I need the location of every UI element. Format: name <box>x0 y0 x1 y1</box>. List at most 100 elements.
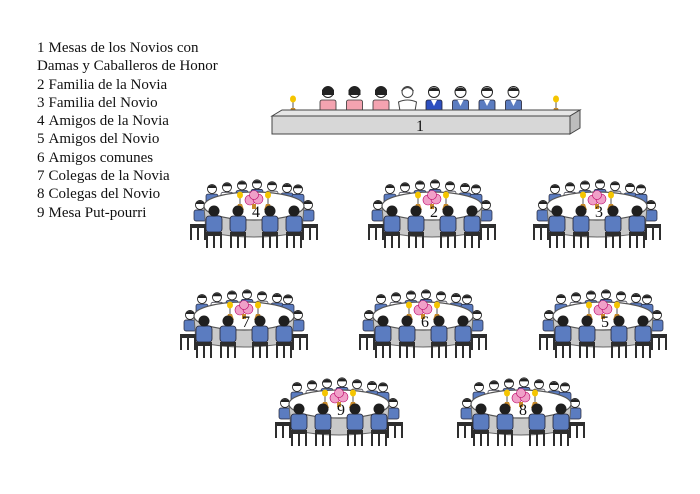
guest-figure <box>528 403 546 431</box>
chair <box>286 232 302 248</box>
guest-figure <box>470 310 484 332</box>
table-number: 3 <box>595 204 603 221</box>
legend-item-1-cont: Damas y Caballeros de Honor <box>37 57 218 75</box>
chair <box>529 430 545 446</box>
chair <box>464 232 480 248</box>
candle-flame <box>290 95 296 103</box>
chair <box>549 232 565 248</box>
guest-figure <box>572 205 590 233</box>
chair <box>553 430 569 446</box>
legend-label: Mesas de los Novios con <box>48 40 199 56</box>
chair <box>471 334 487 350</box>
chair <box>473 430 489 446</box>
table-number: 7 <box>242 314 250 331</box>
legend-number: 2 <box>37 76 45 93</box>
table-number: 6 <box>421 314 429 331</box>
candle-flame <box>406 301 412 309</box>
chair <box>180 334 196 350</box>
legend-label: Familia de la Novia <box>48 76 168 93</box>
guest-figure <box>386 398 400 420</box>
table-number: 2 <box>430 204 438 221</box>
chair <box>190 224 206 240</box>
chair <box>275 422 291 438</box>
guest-figure <box>578 315 596 343</box>
chair <box>230 232 246 248</box>
vase <box>252 204 256 209</box>
guest-figure <box>362 310 376 332</box>
candle-flame <box>434 301 440 309</box>
chair <box>262 232 278 248</box>
chair <box>292 334 308 350</box>
candle-flame <box>608 191 614 199</box>
chair <box>555 342 571 358</box>
chair <box>302 224 318 240</box>
guest-figure <box>634 315 652 343</box>
chair <box>408 232 424 248</box>
legend-label: Familia del Novio <box>48 94 158 111</box>
vase <box>337 402 341 407</box>
chair <box>371 430 387 446</box>
table-number: 9 <box>337 402 345 419</box>
vase <box>430 204 434 209</box>
vase <box>595 204 599 209</box>
candle-flame <box>532 389 538 397</box>
legend-label: Amigos del Novio <box>48 131 160 148</box>
guest-figure <box>251 315 269 343</box>
round-table-6: 6 <box>359 289 487 358</box>
chair <box>375 342 391 358</box>
chair <box>645 224 661 240</box>
head-table: 1 <box>270 86 582 135</box>
chair <box>252 342 268 358</box>
chair <box>368 224 384 240</box>
guest-figure <box>370 403 388 431</box>
head-table-top <box>270 109 582 117</box>
candle-flame <box>265 191 271 199</box>
candle-flame <box>415 191 421 199</box>
chair <box>573 232 589 248</box>
candle-flame <box>553 95 559 103</box>
candle-flame <box>614 301 620 309</box>
guest-figure <box>554 315 572 343</box>
legend-number: 9 <box>37 204 45 221</box>
chair <box>635 342 651 358</box>
guest-figure <box>460 398 474 420</box>
vase <box>421 314 425 319</box>
chair <box>315 430 331 446</box>
candle-flame <box>237 191 243 199</box>
round-table-2: 2 <box>368 179 496 248</box>
chair <box>579 342 595 358</box>
legend-number: 6 <box>37 149 45 166</box>
chair <box>276 342 292 358</box>
chair <box>539 334 555 350</box>
chair <box>605 232 621 248</box>
round-table-3: 3 <box>533 179 661 248</box>
chair <box>629 232 645 248</box>
guest-figure <box>604 205 622 233</box>
round-table-7: 7 <box>180 289 308 358</box>
chair <box>291 430 307 446</box>
guest-figure <box>430 315 448 343</box>
chair <box>347 430 363 446</box>
chair <box>206 232 222 248</box>
candle-flame <box>504 389 510 397</box>
legend-number: 4 <box>37 113 45 130</box>
chair <box>533 224 549 240</box>
chair <box>455 342 471 358</box>
guest-figure <box>374 315 392 343</box>
guest-figure <box>542 310 556 332</box>
chair <box>651 334 667 350</box>
candle-flame <box>227 301 233 309</box>
candle-flame <box>443 191 449 199</box>
guest-figure <box>193 200 207 222</box>
legend-number: 8 <box>37 186 45 203</box>
chair <box>569 422 585 438</box>
legend-label: Amigos de la Novia <box>48 113 169 130</box>
guest-figure <box>301 200 315 222</box>
candle-flame <box>255 301 261 309</box>
